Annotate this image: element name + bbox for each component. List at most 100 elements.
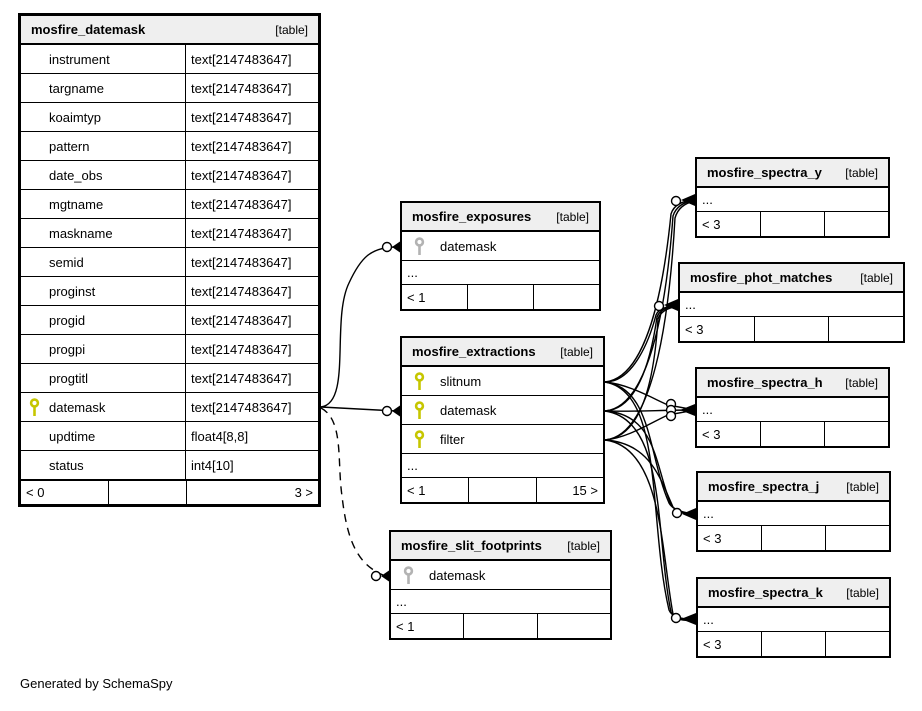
parent-count: < 3 xyxy=(698,526,762,550)
column-type: int4[10] xyxy=(191,457,234,473)
footer-spacer xyxy=(468,285,534,309)
more-columns-ellipsis: ... xyxy=(698,502,889,526)
table-header[interactable]: mosfire_datemask [table] xyxy=(21,16,318,45)
footer-spacer xyxy=(469,478,537,502)
more-columns-ellipsis: ... xyxy=(402,454,603,478)
edge-odot xyxy=(670,612,682,624)
column-type: float4[8,8] xyxy=(191,428,249,444)
edge-odot xyxy=(665,404,677,416)
more-columns-ellipsis: ... xyxy=(391,590,610,614)
column-name: instrument xyxy=(21,45,186,73)
column-name: updtime xyxy=(21,422,186,450)
table-footer: < 3 xyxy=(698,526,889,550)
primary-key-icon xyxy=(414,430,425,448)
table-mosfire-datemask[interactable]: mosfire_datemask [table] instrument text[… xyxy=(18,13,321,507)
table-mosfire-extractions[interactable]: mosfire_extractions [table] slitnum date… xyxy=(400,336,605,504)
child-count: 15 > xyxy=(572,482,598,498)
footer-spacer xyxy=(761,422,825,446)
footer-spacer xyxy=(109,481,187,504)
column-name: slitnum xyxy=(440,373,482,389)
table-type-tag: [table] xyxy=(846,479,879,494)
table-footer: < 3 xyxy=(680,317,903,341)
column-name: datemask xyxy=(440,402,497,418)
parent-count: < 1 xyxy=(391,614,465,638)
table-footer: < 1 xyxy=(391,614,610,638)
column-name: datemask xyxy=(440,238,497,254)
table-header[interactable]: mosfire_phot_matches [table] xyxy=(680,264,903,293)
column-type: text[2147483647] xyxy=(191,196,292,212)
generated-by-note: Generated by SchemaSpy xyxy=(20,676,173,691)
column-type: text[2147483647] xyxy=(191,51,292,67)
more-columns-ellipsis: ... xyxy=(698,608,889,632)
column-row: proginst text[2147483647] xyxy=(21,277,318,306)
column-name: progtitl xyxy=(21,364,186,392)
parent-count: < 1 xyxy=(402,285,468,309)
table-mosfire-phot-matches[interactable]: mosfire_phot_matches [table] ... < 3 xyxy=(678,262,905,343)
parent-count: < 3 xyxy=(697,422,761,446)
table-type-tag: [table] xyxy=(275,22,308,37)
column-type: text[2147483647] xyxy=(191,167,292,183)
column-row: updtime float4[8,8] xyxy=(21,422,318,451)
table-mosfire-spectra-h[interactable]: mosfire_spectra_h [table] ... < 3 xyxy=(695,367,890,448)
table-header[interactable]: mosfire_spectra_j [table] xyxy=(698,473,889,502)
edge-arrowhead xyxy=(680,404,695,416)
table-header[interactable]: mosfire_extractions [table] xyxy=(402,338,603,367)
column-row: instrument text[2147483647] xyxy=(21,45,318,74)
column-name: targname xyxy=(21,74,186,102)
column-row: slitnum xyxy=(402,367,603,396)
column-name: pattern xyxy=(21,132,186,160)
footer-spacer xyxy=(761,212,825,236)
table-name: mosfire_phot_matches xyxy=(690,270,833,285)
table-header[interactable]: mosfire_slit_footprints [table] xyxy=(391,532,610,561)
edge-datemask-slit-footprints xyxy=(320,407,384,576)
column-type: text[2147483647] xyxy=(191,109,292,125)
child-count xyxy=(538,614,610,638)
table-footer: < 0 3 > xyxy=(21,480,318,504)
table-mosfire-spectra-j[interactable]: mosfire_spectra_j [table] ... < 3 xyxy=(696,471,891,552)
column-type: text[2147483647] xyxy=(191,80,292,96)
column-name: datemask xyxy=(429,567,486,583)
column-row: date_obs text[2147483647] xyxy=(21,161,318,190)
child-count xyxy=(826,632,889,656)
edge-arrowhead xyxy=(392,405,400,417)
more-columns-ellipsis: ... xyxy=(680,293,903,317)
table-name: mosfire_slit_footprints xyxy=(401,538,542,553)
edge-arrowhead xyxy=(681,194,695,206)
column-type: text[2147483647] xyxy=(191,283,292,299)
table-mosfire-spectra-y[interactable]: mosfire_spectra_y [table] ... < 3 xyxy=(695,157,890,238)
child-count xyxy=(534,285,599,309)
column-name: proginst xyxy=(21,277,186,305)
parent-count: < 1 xyxy=(402,478,470,502)
table-header[interactable]: mosfire_exposures [table] xyxy=(402,203,599,232)
primary-key-icon xyxy=(414,372,425,390)
table-mosfire-spectra-k[interactable]: mosfire_spectra_k [table] ... < 3 xyxy=(696,577,891,658)
parent-count: < 3 xyxy=(698,632,762,656)
edge-odot xyxy=(370,570,382,582)
column-name: filter xyxy=(440,431,465,447)
table-header[interactable]: mosfire_spectra_k [table] xyxy=(698,579,889,608)
table-type-tag: [table] xyxy=(860,270,893,285)
more-columns-ellipsis: ... xyxy=(697,188,888,212)
table-name: mosfire_spectra_k xyxy=(708,585,823,600)
table-header[interactable]: mosfire_spectra_y [table] xyxy=(697,159,888,188)
table-footer: < 3 xyxy=(697,212,888,236)
table-footer: < 3 xyxy=(697,422,888,446)
column-type: text[2147483647] xyxy=(191,225,292,241)
parent-count: < 3 xyxy=(680,317,755,341)
table-mosfire-slit-footprints[interactable]: mosfire_slit_footprints [table] datemask… xyxy=(389,530,612,640)
edge-arrowhead xyxy=(381,570,389,582)
primary-key-icon xyxy=(414,401,425,419)
table-mosfire-exposures[interactable]: mosfire_exposures [table] datemask ... <… xyxy=(400,201,601,311)
table-type-tag: [table] xyxy=(845,165,878,180)
edge-datemask-extractions xyxy=(320,406,397,412)
table-name: mosfire_exposures xyxy=(412,209,532,224)
column-name: date_obs xyxy=(21,161,186,189)
table-name: mosfire_datemask xyxy=(31,22,146,37)
table-header[interactable]: mosfire_spectra_h [table] xyxy=(697,369,888,398)
